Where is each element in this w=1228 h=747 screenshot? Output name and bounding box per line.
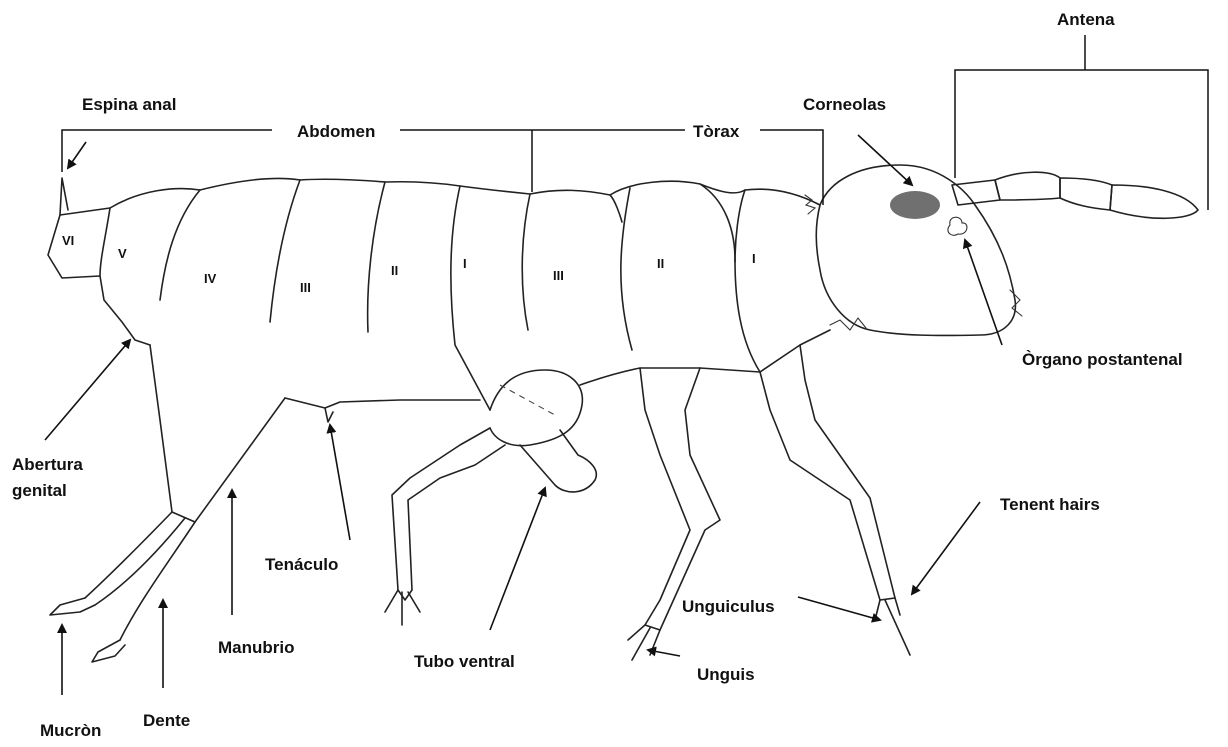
claw-front: [875, 598, 910, 655]
brackets: [62, 35, 1208, 210]
label-unguiculus: Unguiculus: [682, 597, 775, 616]
ventral-tube-dash: [500, 385, 555, 415]
seg-label-abd-iii: III: [300, 280, 311, 295]
leg-rear: [392, 428, 505, 600]
seg-label-thx-i: I: [752, 251, 756, 266]
label-espina-anal: Espina anal: [82, 95, 176, 114]
claw-mid: [628, 625, 660, 660]
arrow-espina-anal: [68, 142, 86, 168]
label-unguis: Unguis: [697, 665, 755, 684]
seg-div-3: [270, 180, 300, 322]
label-mucron: Mucròn: [40, 721, 101, 740]
dorsal-outline: [60, 178, 820, 215]
head-capsule: [816, 165, 1015, 335]
seg-div-8: [621, 188, 632, 350]
label-corneolas: Corneolas: [803, 95, 886, 114]
label-manubrio: Manubrio: [218, 638, 295, 657]
seg-label-abd-iv: IV: [204, 271, 217, 286]
ventral-tube-tip: [520, 430, 596, 492]
label-dente: Dente: [143, 711, 190, 730]
dente-2: [95, 518, 185, 605]
seg-div-10: [735, 190, 745, 262]
arrow-unguiculus: [798, 597, 880, 620]
seg-label-abd-vi: VI: [62, 233, 74, 248]
claw-rear: [385, 590, 420, 625]
ventral-thorax: [580, 330, 830, 385]
arrow-tubo-ventral: [490, 488, 545, 630]
insect-body: [48, 165, 1198, 662]
postantennal-organ: [948, 217, 967, 235]
anal-spine: [60, 178, 68, 215]
label-abertura-1: Abertura: [12, 455, 83, 474]
antenna-seg-3: [1060, 178, 1112, 210]
eye-patch: [890, 191, 940, 219]
seg-div-9: [700, 184, 760, 372]
labels: Antena Corneolas Espina anal Abdomen Tòr…: [12, 10, 1183, 740]
seg-label-thx-iii: III: [553, 268, 564, 283]
antenna-seg-1: [952, 180, 1000, 205]
arrow-organo: [965, 240, 1002, 345]
arrow-unguis: [648, 650, 680, 656]
seg-label-abd-v: V: [118, 246, 127, 261]
label-abdomen: Abdomen: [297, 122, 375, 141]
ventral-outline: [150, 345, 172, 512]
seg-label-abd-i: I: [463, 256, 467, 271]
label-abertura-2: genital: [12, 481, 67, 500]
seg-div-6: [522, 194, 530, 330]
seg-div-1: [100, 208, 110, 276]
seg-label-thx-ii: II: [657, 256, 664, 271]
seg-div-7: [610, 195, 622, 222]
leg-front: [760, 345, 895, 600]
seg-div-2: [160, 190, 200, 300]
antenna-seg-4: [1110, 185, 1198, 218]
dente-1: [85, 512, 172, 598]
label-organo-postantenal: Òrgano postantenal: [1022, 350, 1183, 369]
label-torax: Tòrax: [693, 122, 740, 141]
ventral-outline-2: [285, 398, 480, 408]
arrow-corneolas: [858, 135, 912, 185]
tenaculo-shape: [325, 408, 333, 422]
arrow-tenaculo: [330, 425, 350, 540]
label-tenent-hairs: Tenent hairs: [1000, 495, 1100, 514]
antenna-seg-2: [995, 172, 1060, 200]
ventral-tube: [490, 370, 582, 446]
seg-div-4: [368, 182, 385, 332]
label-tubo-ventral: Tubo ventral: [414, 652, 515, 671]
manubrio-shape: [172, 398, 285, 522]
mucron-2: [92, 640, 125, 662]
label-antena: Antena: [1057, 10, 1115, 29]
seg-div-5: [451, 186, 490, 410]
neck-hairs: [805, 195, 815, 214]
arrow-abertura: [45, 340, 130, 440]
antenna-bracket: [955, 35, 1208, 210]
label-tenaculo: Tenáculo: [265, 555, 338, 574]
seg-label-abd-ii: II: [391, 263, 398, 278]
arrow-tenent-hairs: [912, 502, 980, 594]
arrows: [45, 135, 1002, 695]
mucron-1: [50, 598, 95, 615]
dente-1b: [120, 522, 195, 640]
leg-mid: [640, 368, 720, 630]
